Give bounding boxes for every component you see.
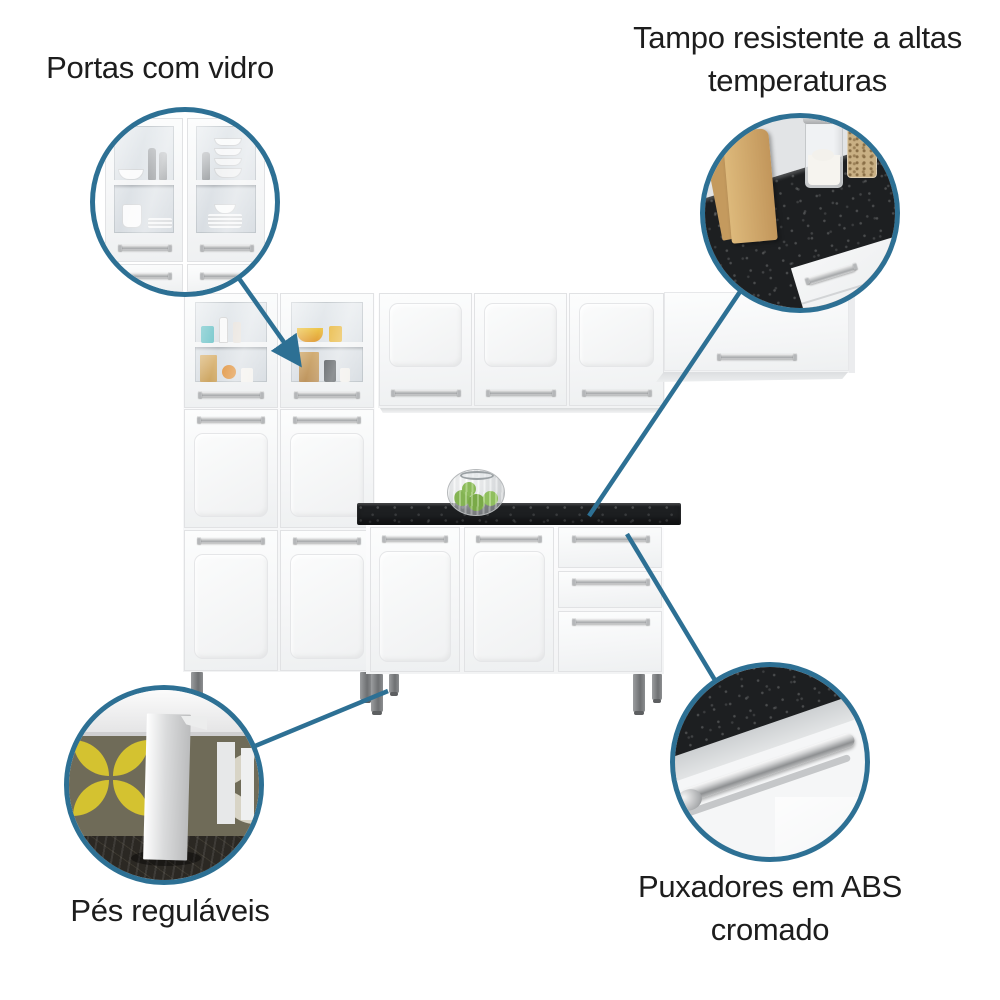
door-handle	[391, 389, 461, 396]
base-cabinet-door-left	[370, 527, 460, 672]
door-handle	[200, 244, 254, 251]
base-cabinet-drawer-3	[558, 611, 662, 672]
cutting-board	[722, 128, 778, 244]
glass-reflection	[195, 302, 267, 382]
label-portas-text: Portas com vidro	[46, 50, 274, 85]
glass-pane	[195, 302, 267, 382]
door-handle	[118, 272, 172, 279]
door-handle	[582, 389, 652, 396]
zoom-glass-door-left	[105, 118, 183, 262]
glass-pane	[291, 302, 363, 382]
door-handle	[198, 391, 264, 398]
zoom-lower-door-left	[105, 264, 183, 292]
tall-cabinet-door-bottom-right	[280, 530, 374, 671]
wallpaper-petal-yellow	[73, 740, 109, 776]
wall-cabinet-bottom-edge	[380, 408, 665, 413]
green-apple	[468, 494, 485, 511]
door-handle	[294, 391, 360, 398]
base-cabinet-door-right	[464, 527, 554, 672]
glass-pane	[196, 126, 256, 233]
door-panel	[484, 303, 557, 367]
base-cabinet-leg	[633, 674, 645, 715]
door-handle	[200, 272, 254, 279]
drawer-handle	[572, 578, 650, 585]
grain-jar	[847, 118, 877, 178]
door-panel	[290, 554, 364, 659]
tall-cabinet-glass-door-right	[280, 293, 374, 408]
base-cabinet-leg	[371, 674, 383, 715]
door-handle	[717, 353, 797, 360]
tall-cabinet-door-bottom-left	[184, 530, 278, 671]
wall-cabinet-door-3	[569, 293, 664, 406]
glass-reflection	[291, 302, 363, 382]
wallpaper-petal-white	[69, 798, 77, 832]
base-cabinet-leg	[652, 674, 662, 703]
zoom-lower-door-right	[187, 264, 265, 292]
door-handle	[293, 416, 361, 423]
door-panel	[389, 303, 462, 367]
door-handle	[476, 535, 542, 542]
label-pes-regulaveis: Pés reguláveis	[30, 889, 310, 932]
glass-pane	[114, 126, 174, 233]
label-pes-text: Pés reguláveis	[70, 893, 270, 928]
base-cabinet-leg	[389, 674, 399, 696]
door-panel	[194, 554, 268, 659]
label-tampo-resistente: Tampo resistente a altas temperaturas	[595, 16, 1000, 102]
wall-cabinet-door-2	[474, 293, 567, 406]
door-handle	[382, 535, 448, 542]
green-apple	[483, 491, 498, 506]
green-apple	[462, 482, 476, 496]
glass-reflection	[196, 126, 256, 233]
wall-cabinet	[378, 293, 665, 408]
wallpaper-petal-yellow	[73, 780, 109, 816]
tall-cabinet-door-mid-right	[280, 409, 374, 528]
horizontal-cabinet-side	[849, 292, 855, 373]
door-handle	[486, 389, 556, 396]
base-cabinet	[366, 525, 664, 674]
door-panel	[194, 433, 268, 517]
fruit-bowl	[447, 469, 505, 516]
door-handle	[197, 537, 265, 544]
callout-circle-tampo	[700, 113, 900, 313]
jar-lid	[803, 118, 845, 124]
tall-cabinet-glass-door-left	[184, 293, 278, 408]
wallpaper-petal-yellow	[113, 740, 149, 776]
callout-circle-portas	[90, 107, 280, 297]
tall-cabinet-door-mid-left	[184, 409, 278, 528]
horizontal-cabinet-bottom-face	[656, 372, 848, 382]
door-panel	[473, 551, 545, 662]
callout-circle-pes	[64, 685, 264, 885]
door-panel	[379, 551, 451, 662]
label-tampo-line1: Tampo resistente a altas	[633, 20, 962, 55]
wall-cabinet-door-1	[379, 293, 472, 406]
adjustable-leg-column	[143, 713, 191, 861]
zoom-glass-door-right	[187, 118, 265, 262]
door-highlight	[775, 797, 865, 857]
flour-jar	[803, 118, 845, 188]
door-panel	[579, 303, 654, 367]
label-puxadores-abs: Puxadores em ABS cromado	[570, 865, 970, 951]
back-leg	[241, 748, 254, 820]
flour-mound	[812, 149, 834, 161]
back-leg	[217, 742, 235, 824]
base-cabinet-drawer-2	[558, 571, 662, 608]
label-portas-com-vidro: Portas com vidro	[20, 46, 300, 89]
callout-circle-puxadores	[670, 662, 870, 862]
door-handle	[118, 244, 172, 251]
label-puxadores-line2: cromado	[710, 912, 830, 947]
door-handle	[197, 416, 265, 423]
door-handle	[293, 537, 361, 544]
door-panel	[290, 433, 364, 517]
drawer-handle	[572, 535, 650, 542]
base-cabinet-drawer-1	[558, 527, 662, 568]
countertop-granite	[357, 503, 681, 525]
label-puxadores-line1: Puxadores em ABS	[637, 869, 902, 904]
drawer-handle	[572, 618, 650, 625]
glass-reflection	[114, 126, 174, 233]
tall-cabinet	[183, 293, 375, 672]
drawer-handle	[806, 263, 857, 286]
label-tampo-line2: temperaturas	[707, 63, 888, 98]
bowl-opening	[460, 471, 494, 480]
